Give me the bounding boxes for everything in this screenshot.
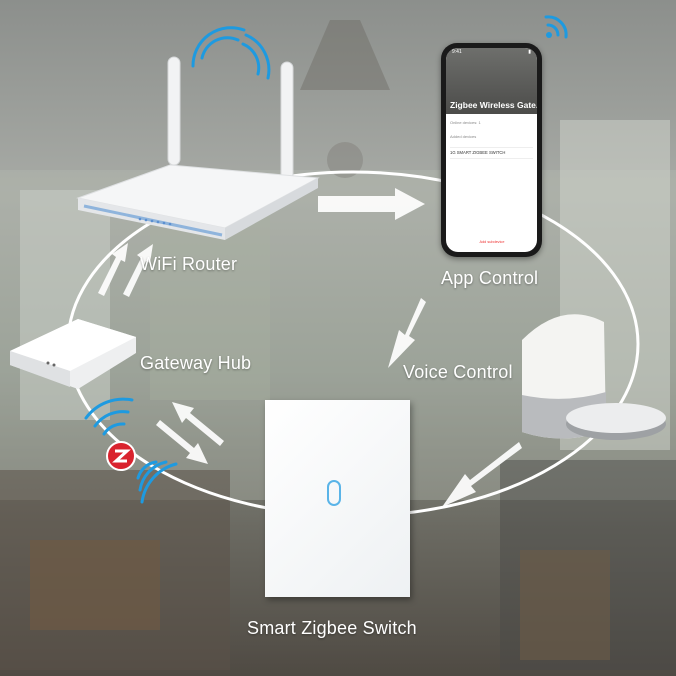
gateway-hub-label: Gateway Hub: [140, 353, 252, 373]
phone-screen: 9:41 ▮ Zigbee Wireless Gate... Online de…: [446, 48, 537, 252]
device-list-item[interactable]: 1G SMART ZIGBEE SWITCH: [450, 147, 533, 159]
smart-zigbee-switch-device: [265, 400, 410, 597]
touch-button-icon[interactable]: [327, 480, 341, 506]
status-time: 9:41: [452, 49, 462, 55]
arrow-hub-to-switch: [156, 420, 208, 464]
smartphone: 9:41 ▮ Zigbee Wireless Gate... Online de…: [441, 43, 542, 257]
app-control-label: App Control: [441, 268, 539, 288]
device-name: 1G SMART ZIGBEE SWITCH: [450, 150, 506, 155]
arrow-router-to-hub: [123, 244, 153, 297]
arrow-switch-to-hub: [172, 402, 224, 446]
voice-control-label: Voice Control: [403, 362, 513, 382]
added-devices-label: Added devices: [450, 134, 477, 139]
zigbee-logo-icon: [106, 441, 136, 471]
gateway-hub-device: [10, 319, 136, 389]
smart-switch-label: Smart Zigbee Switch: [247, 618, 417, 638]
app-title: Zigbee Wireless Gate...: [450, 100, 537, 110]
wifi-router-label: WiFi Router: [140, 254, 238, 274]
online-devices-label: Online devices: 1: [450, 120, 481, 125]
app-header-image: [446, 48, 537, 114]
status-bar: 9:41 ▮: [446, 48, 537, 60]
arrow-hub-to-router: [98, 243, 128, 296]
arrow-app-to-switch: [388, 298, 426, 368]
battery-icon: ▮: [528, 49, 531, 55]
arrow-voice-to-switch: [442, 442, 522, 507]
add-subdevice-button[interactable]: Add subdevice: [479, 240, 505, 244]
arrow-router-to-app: [318, 188, 425, 220]
